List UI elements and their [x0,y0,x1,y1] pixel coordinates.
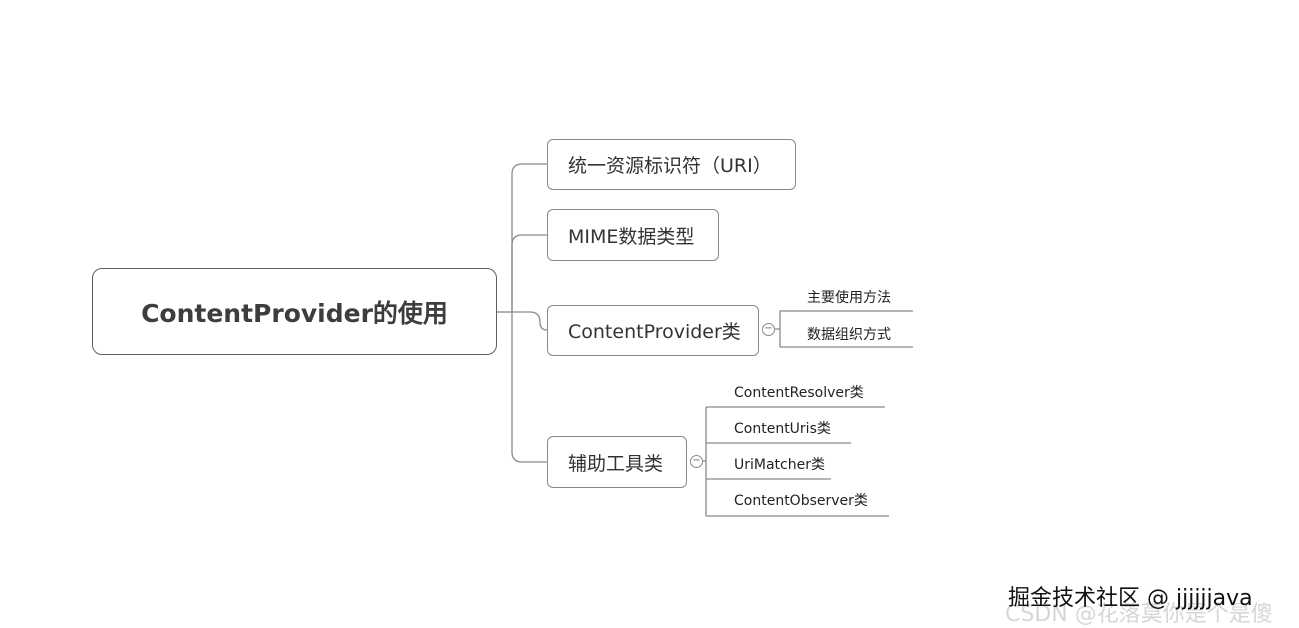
branch-helper-tools-label: 辅助工具类 [568,452,664,475]
branch-connector-uri [511,163,547,312]
root-node[interactable]: ContentProvider的使用 [92,268,497,355]
leaf-data-organization[interactable]: 数据组织方式 [807,327,891,343]
leaf-content-resolver[interactable]: ContentResolver类 [734,385,864,401]
branch-helper-tools[interactable]: 辅助工具类 [547,436,687,488]
leaf-uri-matcher[interactable]: UriMatcher类 [734,457,825,473]
collapse-toggle-icon[interactable]: − [762,323,775,336]
provider-children-connector [775,310,913,348]
branch-connector-provider [512,311,548,331]
branch-mime-label: MIME数据类型 [568,225,695,248]
leaf-content-uris[interactable]: ContentUris类 [734,421,831,437]
collapse-toggle-icon[interactable]: − [690,455,703,468]
watermark-secondary: CSDN @花落莫你是个是傻 [1005,602,1273,627]
branch-content-provider-label: ContentProvider类 [568,321,741,343]
branch-connector-tools [511,312,547,463]
branch-uri-label: 统一资源标识符（URI） [568,155,772,177]
leaf-content-observer[interactable]: ContentObserver类 [734,493,868,509]
branch-uri[interactable]: 统一资源标识符（URI） [547,139,796,190]
tools-children-connector [703,406,889,517]
branch-content-provider[interactable]: ContentProvider类 [547,305,759,356]
branch-mime[interactable]: MIME数据类型 [547,209,719,261]
root-label: ContentProvider的使用 [141,298,448,328]
branch-connector-mime [511,234,547,312]
watermark-primary: 掘金技术社区 @ jjjjjjava [1008,586,1253,611]
leaf-main-methods[interactable]: 主要使用方法 [807,290,891,306]
